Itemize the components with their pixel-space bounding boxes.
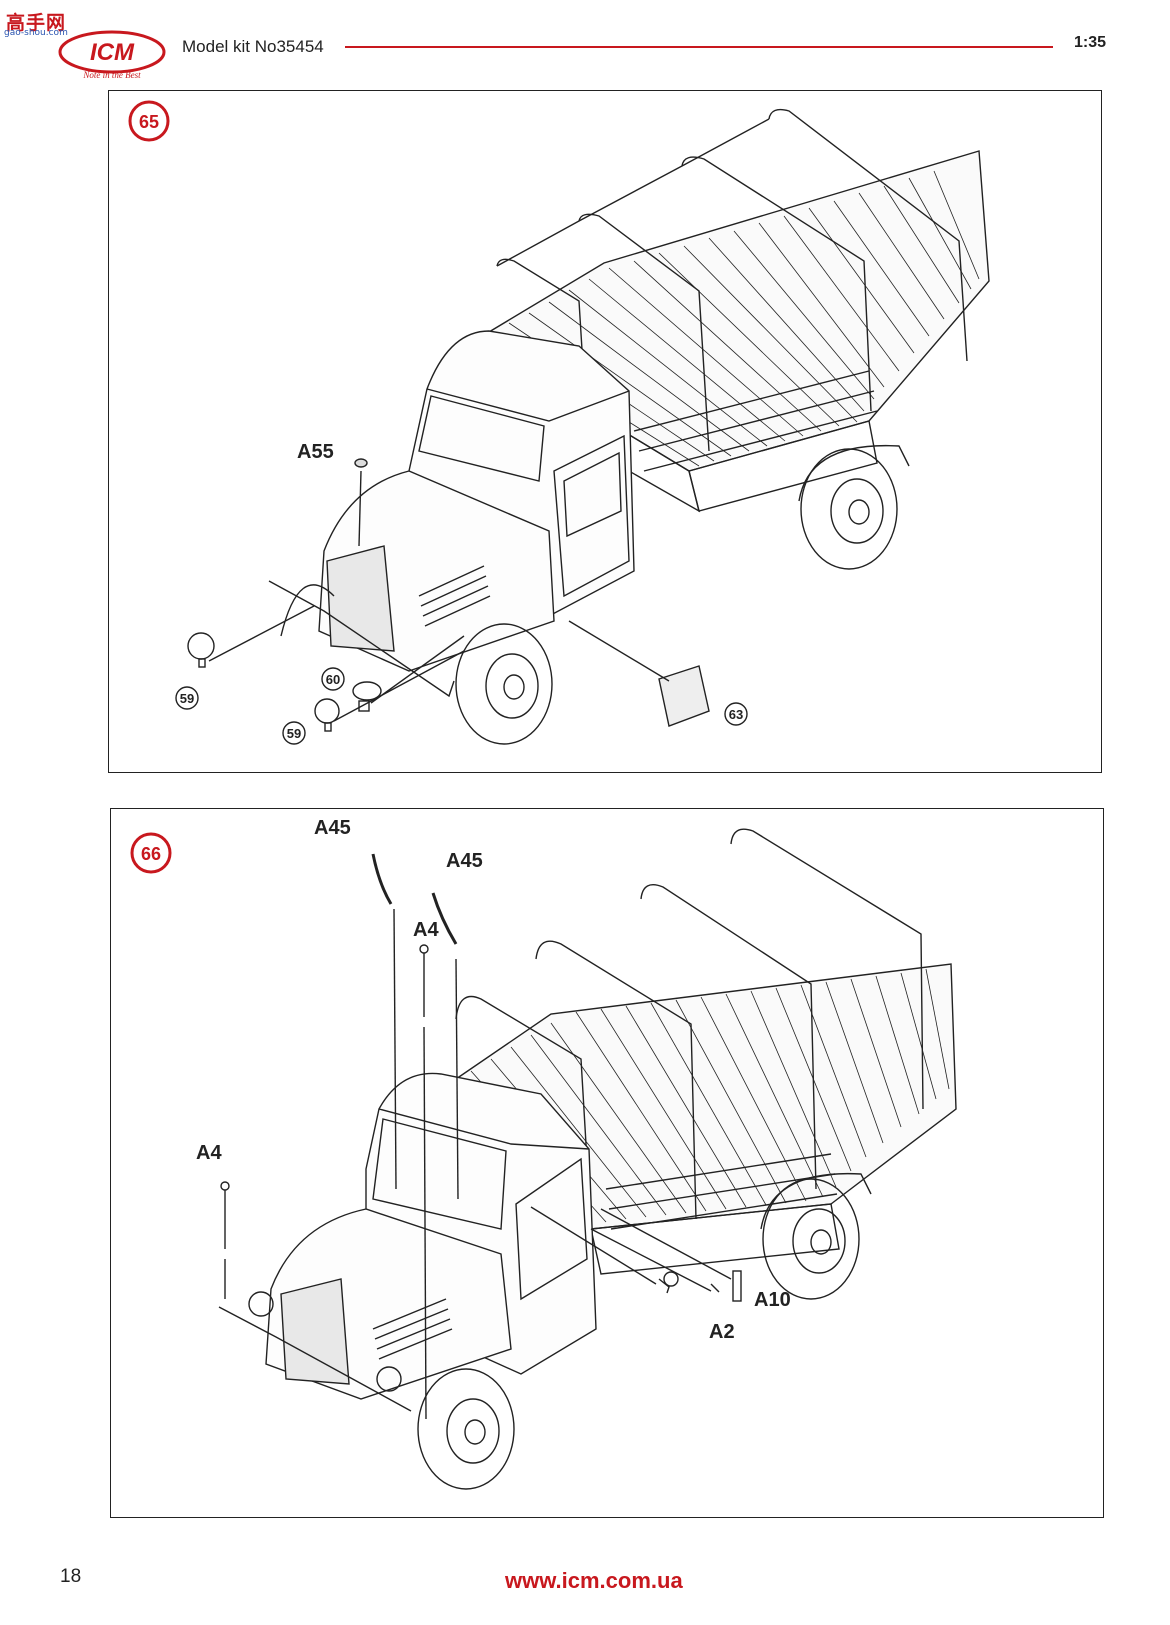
- callout-59-upper: [175, 686, 199, 710]
- logo-text: ICM: [90, 39, 135, 66]
- part-label-a45-right: A45: [446, 850, 483, 872]
- step-number-66: 66: [141, 844, 161, 864]
- step-66-panel: 66 A45 A45 A4 A4 A10 A2: [110, 808, 1104, 1518]
- part-number-59-lower: 59: [287, 726, 301, 741]
- part-number-59-upper: 59: [180, 691, 194, 706]
- kit-title: Model kit No35454: [182, 37, 324, 56]
- step-66-drawing: 66 A45 A45 A4 A4 A10 A2: [130, 817, 957, 1490]
- part-label-a45-left: A45: [314, 817, 351, 839]
- step-number-65: 65: [139, 112, 159, 132]
- part-label-a4-left: A4: [196, 1142, 222, 1164]
- step-badge: [128, 100, 170, 142]
- part-label-a55: A55: [297, 441, 334, 463]
- step-badge: [130, 832, 172, 874]
- page-number: 18: [60, 1566, 82, 1587]
- part-label-a10: A10: [754, 1289, 791, 1311]
- callout-63: [724, 702, 748, 726]
- callout-59-lower: [282, 721, 306, 745]
- header-divider: [345, 46, 1053, 48]
- part-label-a4-top: A4: [413, 919, 439, 941]
- watermark-text: 高手网: [6, 12, 67, 34]
- part-number-60: 60: [326, 672, 340, 687]
- callout-60: [321, 667, 345, 691]
- part-label-a2: A2: [709, 1321, 735, 1343]
- watermark-url: gao-shou.com: [4, 28, 68, 38]
- logo-slogan: Note in the Best: [82, 70, 141, 80]
- icm-logo: ICM Note in the Best: [58, 30, 166, 80]
- kit-scale: 1:35: [1074, 34, 1107, 51]
- step-65-panel: 65 A55 59 60 59 63: [108, 90, 1102, 773]
- step-65-drawing: 65 A55 59 60 59 63: [128, 100, 990, 745]
- website-link[interactable]: www.icm.com.ua: [505, 1568, 683, 1593]
- part-number-63: 63: [729, 707, 743, 722]
